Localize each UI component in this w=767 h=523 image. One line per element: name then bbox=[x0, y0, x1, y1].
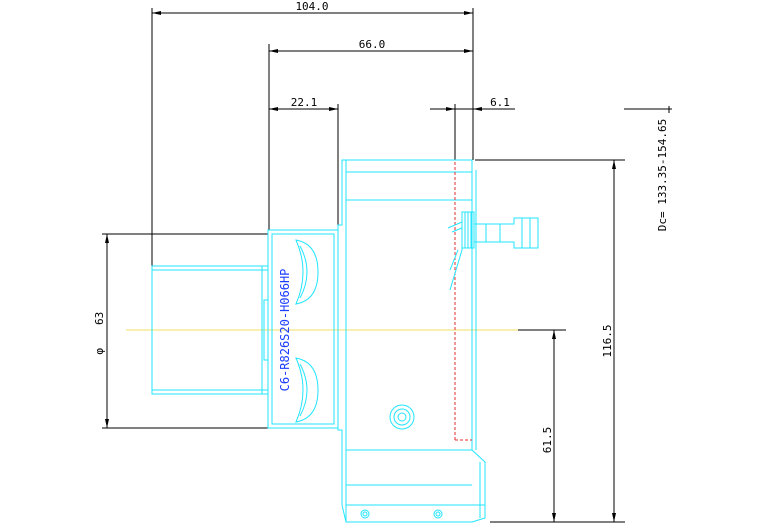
dim-shank-length: 22.1 bbox=[269, 96, 339, 225]
dim-height-label: 116.5 bbox=[601, 324, 614, 357]
dim-tip-offset-label: 6.1 bbox=[490, 96, 510, 109]
dim-center-height: 61.5 bbox=[518, 329, 566, 522]
dim-shank-diameter-symbol: φ bbox=[93, 348, 106, 355]
dim-flange-to-tip: 66.0 bbox=[268, 38, 473, 230]
tool-flange: C6-R826S20-H066HP bbox=[267, 229, 339, 429]
dim-height: 116.5 bbox=[475, 159, 625, 523]
dim-center-height-label: 61.5 bbox=[541, 427, 554, 454]
adjust-screw bbox=[473, 217, 539, 249]
dim-flange-to-tip-label: 66.0 bbox=[359, 38, 386, 51]
coolant-hole bbox=[389, 404, 415, 430]
part-number-label: C6-R826S20-H066HP bbox=[278, 269, 292, 392]
dim-shank-diameter: φ 63 bbox=[93, 233, 268, 429]
dim-overall-length-label: 104.0 bbox=[295, 0, 328, 13]
bottom-screws bbox=[360, 509, 443, 519]
tool-body bbox=[337, 159, 486, 523]
cutting-insert bbox=[447, 211, 475, 291]
dim-cutting-diameter-label: Dc= 133.35-154.65 bbox=[656, 119, 669, 232]
dim-tip-offset: 6.1 bbox=[430, 96, 515, 160]
dim-cutting-diameter: Dc= 133.35-154.65 bbox=[624, 106, 672, 231]
dim-shank-length-label: 22.1 bbox=[291, 96, 318, 109]
hidden-line bbox=[454, 162, 472, 441]
dim-shank-diameter-label: 63 bbox=[93, 312, 106, 325]
dim-overall-length: 104.0 bbox=[151, 0, 474, 266]
